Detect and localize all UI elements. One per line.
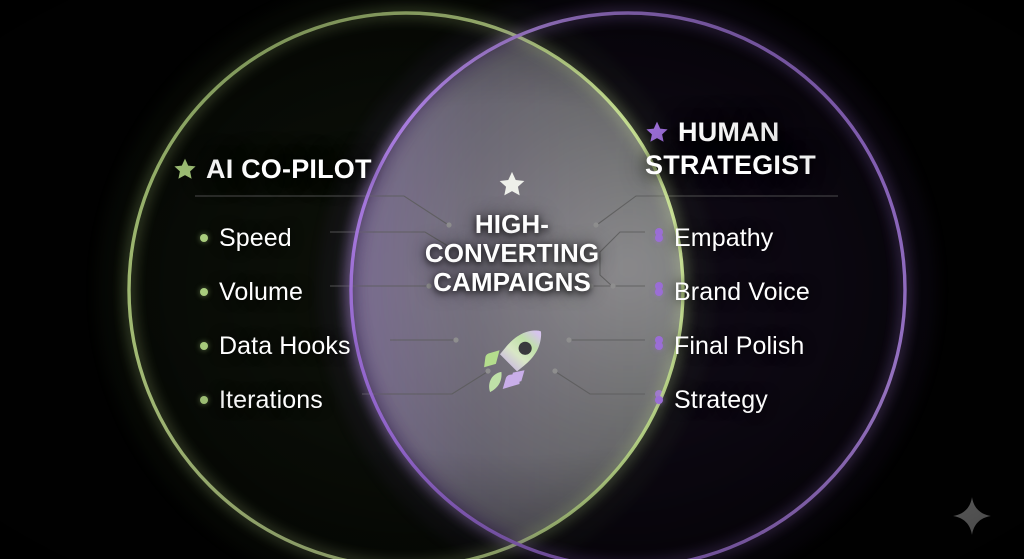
bullet-dot-icon (200, 234, 208, 242)
list-item-label: Brand Voice (674, 277, 810, 306)
sparkle-icon (951, 495, 993, 537)
list-item[interactable]: Empathy (655, 211, 810, 265)
list-item[interactable]: Strategy (655, 373, 810, 427)
bullet-dot-icon (655, 234, 663, 242)
list-item-label: Strategy (674, 385, 768, 414)
bullet-dot-icon (200, 342, 208, 350)
list-item[interactable]: Speed (200, 211, 351, 265)
list-item[interactable]: Brand Voice (655, 265, 810, 319)
list-item-label: Data Hooks (219, 331, 351, 360)
list-item[interactable]: Iterations (200, 373, 351, 427)
list-item[interactable]: Volume (200, 265, 351, 319)
star-icon (173, 157, 197, 181)
left-section-title: AI CO-PILOT (206, 154, 372, 184)
rocket-icon (472, 322, 556, 406)
right-section-title-line2: STRATEGIST (645, 149, 817, 180)
list-item-label: Iterations (219, 385, 323, 414)
bullet-dot-icon (655, 288, 663, 296)
left-section-heading: AI CO-PILOT (173, 153, 372, 186)
list-item[interactable]: Final Polish (655, 319, 810, 373)
list-item-label: Speed (219, 223, 292, 252)
list-item-label: Empathy (674, 223, 774, 252)
star-icon (645, 120, 669, 144)
bullet-dot-icon (200, 396, 208, 404)
bullet-dot-icon (200, 288, 208, 296)
list-item[interactable]: Data Hooks (200, 319, 351, 373)
left-feature-list: Speed Volume Data Hooks Iterations (200, 211, 351, 427)
bullet-dot-icon (655, 396, 663, 404)
right-section-heading: HUMAN STRATEGIST (645, 116, 816, 182)
list-item-label: Volume (219, 277, 303, 306)
bullet-dot-icon (655, 342, 663, 350)
right-feature-list: Empathy Brand Voice Final Polish Strateg… (655, 211, 810, 427)
list-item-label: Final Polish (674, 331, 805, 360)
right-section-title-line1: HUMAN (678, 117, 780, 147)
